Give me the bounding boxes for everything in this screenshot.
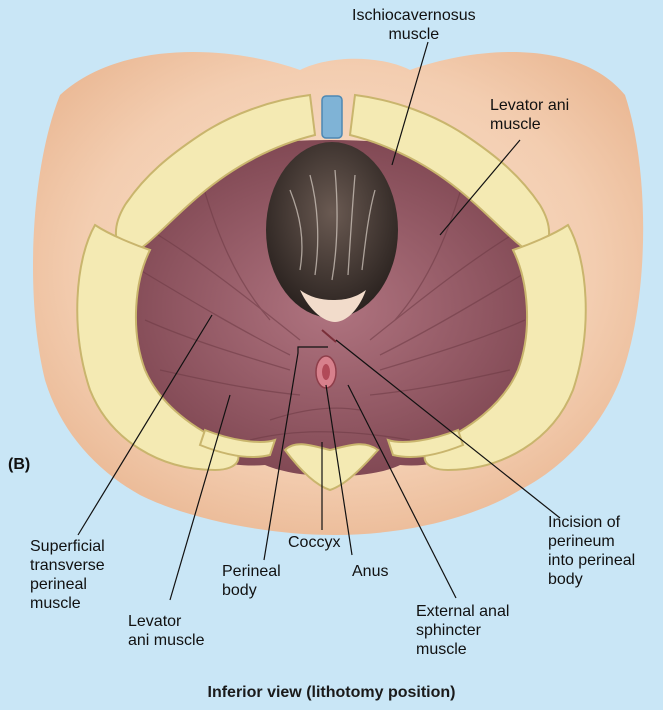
- label-anus: Anus: [352, 562, 388, 581]
- label-superficial-transverse-perineal-muscle: Superficial transverse perineal muscle: [30, 537, 105, 613]
- label-ischiocavernosus-muscle: Ischiocavernosus muscle: [352, 6, 476, 44]
- anus: [316, 356, 336, 388]
- panel-letter: (B): [8, 456, 30, 474]
- pubic-symphysis: [322, 96, 342, 138]
- label-perineal-body: Perineal body: [222, 562, 281, 600]
- figure-caption: Inferior view (lithotomy position): [0, 684, 663, 702]
- label-levator-ani-muscle-lower: Levator ani muscle: [128, 612, 204, 650]
- label-external-anal-sphincter-muscle: External anal sphincter muscle: [416, 602, 509, 659]
- label-coccyx: Coccyx: [288, 533, 340, 552]
- label-incision-of-perineum: Incision of perineum into perineal body: [548, 513, 635, 589]
- label-levator-ani-muscle-upper: Levator ani muscle: [490, 96, 569, 134]
